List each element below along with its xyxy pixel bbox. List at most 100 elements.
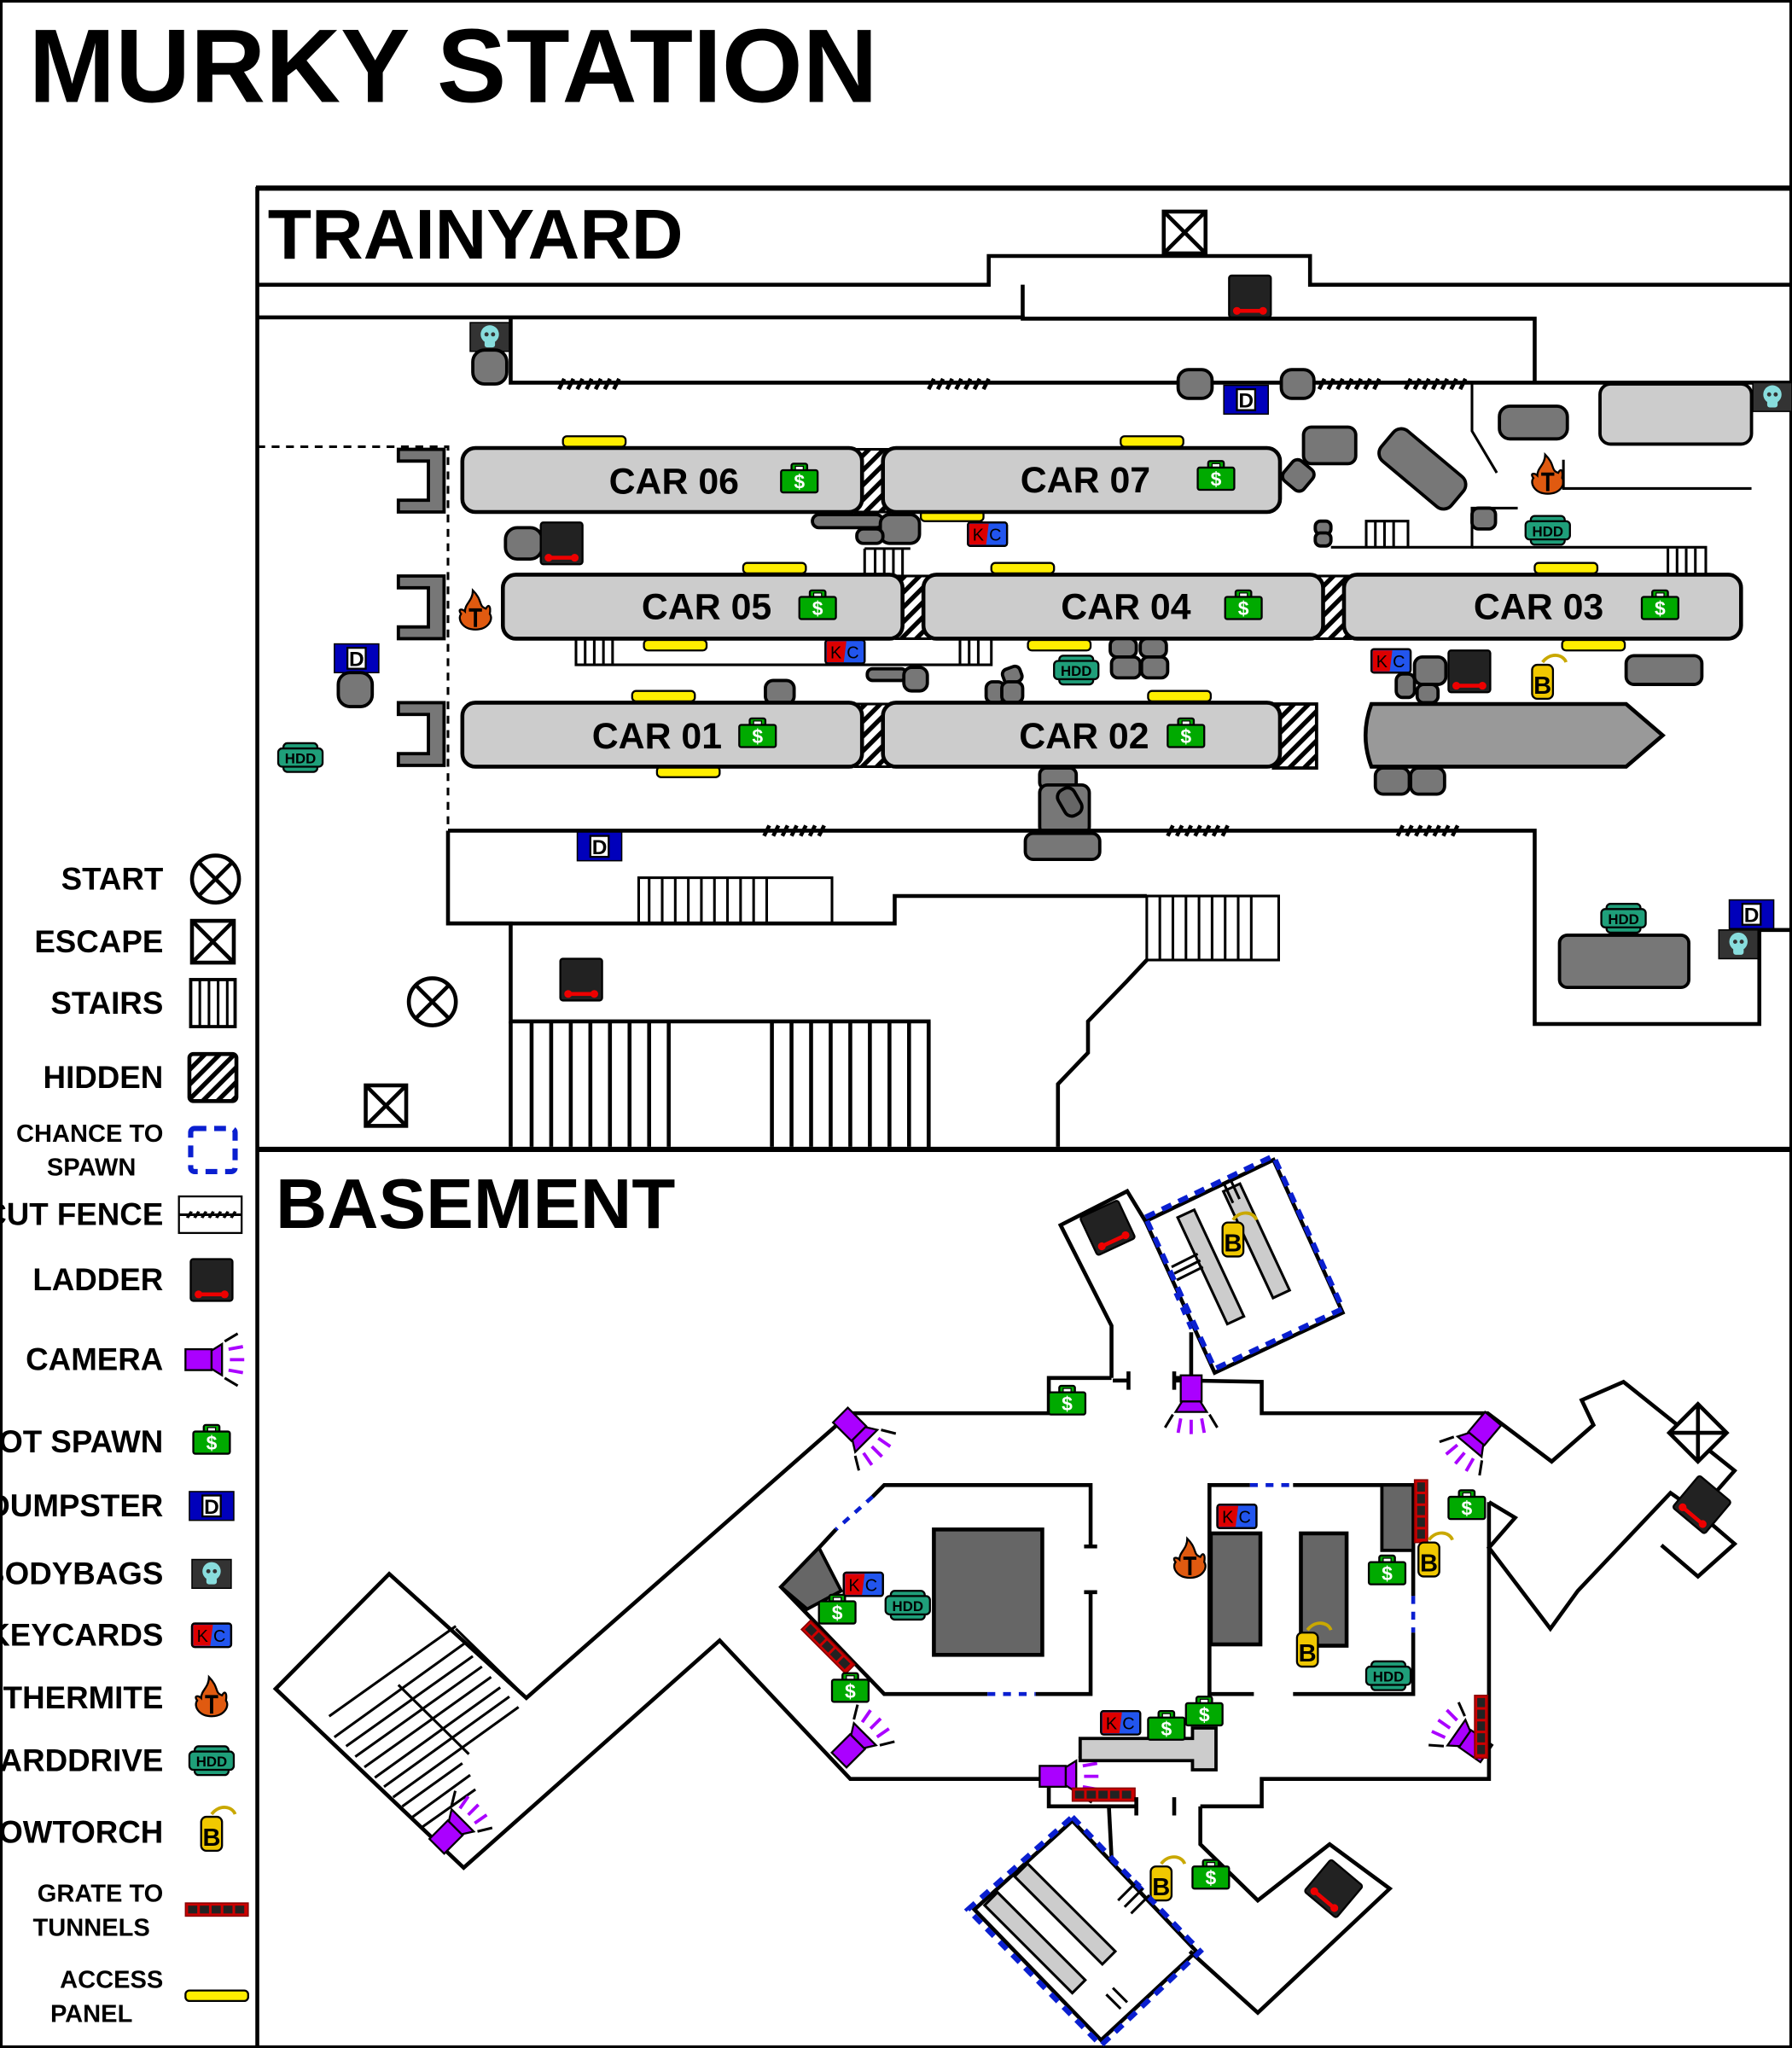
legend-item: ESCAPE: [34, 918, 236, 965]
escape-icon[interactable]: [1161, 209, 1208, 256]
loot-spawn-icon[interactable]: [1047, 1384, 1087, 1417]
dumpster-icon[interactable]: [333, 643, 381, 674]
wall: [257, 253, 1792, 287]
keycard-icon: [190, 1622, 233, 1649]
grate-icon[interactable]: [800, 1619, 856, 1675]
ladder-icon[interactable]: [559, 957, 603, 1002]
grate-icon[interactable]: [1071, 1787, 1136, 1802]
loot-spawn-icon: [192, 1423, 231, 1456]
access-panel-icon[interactable]: [990, 561, 1056, 575]
ladder-icon[interactable]: [1303, 1858, 1364, 1919]
ladder-icon[interactable]: [1447, 649, 1492, 694]
start-icon: [189, 853, 241, 905]
access-panel-icon[interactable]: [1147, 689, 1213, 703]
camera-icon[interactable]: [820, 1394, 903, 1477]
legend-label: SPAWN: [47, 1155, 136, 1182]
access-panel-icon: [184, 1989, 249, 2003]
legend-label: TUNNELS: [32, 1914, 149, 1941]
keycard-icon[interactable]: [1100, 1709, 1142, 1736]
loot-spawn-icon[interactable]: [1184, 1696, 1224, 1727]
loot-spawn-icon[interactable]: [1147, 1709, 1186, 1742]
legend-item: GRATE TO TUNNELS: [32, 1881, 249, 1941]
dumpster-icon[interactable]: [1728, 899, 1775, 930]
escape-icon[interactable]: [364, 1083, 409, 1128]
harddrive-icon[interactable]: [884, 1590, 931, 1621]
escape-icon[interactable]: [1666, 1401, 1730, 1465]
bodybags-icon: [191, 1558, 232, 1589]
start-icon[interactable]: [406, 976, 458, 1027]
legend-label: CUT FENCE: [0, 1197, 163, 1232]
ladder-icon: [189, 1258, 234, 1302]
thermite-icon[interactable]: [1172, 1537, 1207, 1580]
map-title: MURKY STATION: [29, 7, 878, 124]
harddrive-icon[interactable]: [1600, 903, 1647, 934]
bodybags-icon[interactable]: [1718, 929, 1759, 960]
grate-icon: [184, 1902, 249, 1917]
dumpster-icon[interactable]: [576, 830, 623, 862]
access-panel-icon[interactable]: [631, 689, 696, 703]
car-label: CAR 06: [609, 462, 739, 503]
loot-spawn-icon[interactable]: [1367, 1554, 1407, 1586]
camera-icon: [183, 1331, 247, 1388]
chance-to-spawn-door: [835, 1495, 874, 1532]
bodybags-icon[interactable]: [1752, 381, 1792, 412]
car-label: CAR 05: [642, 587, 771, 628]
buffer-stop: [396, 447, 446, 514]
access-panel-icon[interactable]: [1561, 638, 1626, 652]
legend-label: LADDER: [32, 1262, 163, 1297]
keycard-icon[interactable]: [1216, 1504, 1258, 1529]
blowtorch-icon[interactable]: [1149, 1855, 1187, 1903]
thermite-icon[interactable]: [457, 588, 493, 631]
dumpster-icon: [188, 1490, 236, 1521]
train-car: [460, 445, 864, 515]
keycard-icon[interactable]: [1370, 648, 1412, 674]
access-panel-icon[interactable]: [1120, 435, 1184, 448]
stairs-icon: [189, 978, 237, 1028]
bodybags-icon[interactable]: [469, 322, 510, 352]
legend-label: CHANCE TO: [16, 1120, 163, 1148]
thermite-icon[interactable]: [1530, 452, 1566, 496]
access-panel-icon[interactable]: [1533, 561, 1599, 575]
legend-label: KEYCARDS: [0, 1618, 163, 1653]
trainyard-section: TRAINYARD: [256, 185, 1792, 1147]
loot-spawn-icon[interactable]: [1447, 1489, 1487, 1521]
harddrive-icon[interactable]: [1053, 655, 1100, 686]
grate-icon[interactable]: [1474, 1694, 1489, 1759]
legend-item: HIDDEN: [44, 1051, 239, 1103]
trainyard-title: TRAINYARD: [268, 195, 684, 274]
car-label: CAR 02: [1019, 716, 1149, 757]
legend-label: GRATE TO: [38, 1881, 164, 1908]
keycard-icon[interactable]: [824, 638, 866, 665]
legend-item: CUT FENCE: [0, 1195, 243, 1235]
harddrive-icon[interactable]: [1364, 1660, 1412, 1691]
dumpster-icon[interactable]: [1223, 384, 1270, 416]
camera-icon[interactable]: [818, 1698, 901, 1781]
loot-spawn-icon[interactable]: [830, 1672, 870, 1703]
car-label: CAR 01: [592, 716, 722, 757]
ladder-icon[interactable]: [539, 521, 584, 566]
keycard-icon[interactable]: [967, 521, 1009, 547]
ladder-icon[interactable]: [1079, 1199, 1137, 1257]
access-panel-icon[interactable]: [1027, 638, 1092, 652]
escape-icon: [189, 918, 236, 965]
basement-section: BASEMENT: [256, 1146, 1792, 2048]
ladder-icon[interactable]: [1228, 274, 1272, 319]
grate-icon[interactable]: [1413, 1479, 1428, 1544]
legend-label: BODYBAGS: [0, 1556, 163, 1591]
stairs-icon: [509, 1021, 931, 1147]
legend-label: START: [61, 861, 164, 896]
hidden-icon: [187, 1051, 239, 1103]
harddrive-icon[interactable]: [276, 742, 324, 773]
legend-item: STAIRS: [50, 978, 237, 1028]
legend-label: PANEL: [50, 2000, 132, 2028]
stairs-icon: [648, 877, 768, 924]
blowtorch-icon[interactable]: [1530, 654, 1568, 701]
access-panel-icon[interactable]: [561, 435, 627, 448]
legend-label: THERMITE: [3, 1680, 164, 1715]
camera-icon[interactable]: [416, 1784, 499, 1867]
access-panel-icon[interactable]: [742, 561, 807, 575]
keycard-icon[interactable]: [842, 1571, 884, 1597]
harddrive-icon[interactable]: [1524, 515, 1571, 546]
access-panel-icon[interactable]: [643, 638, 708, 652]
basement-title: BASEMENT: [276, 1164, 675, 1243]
